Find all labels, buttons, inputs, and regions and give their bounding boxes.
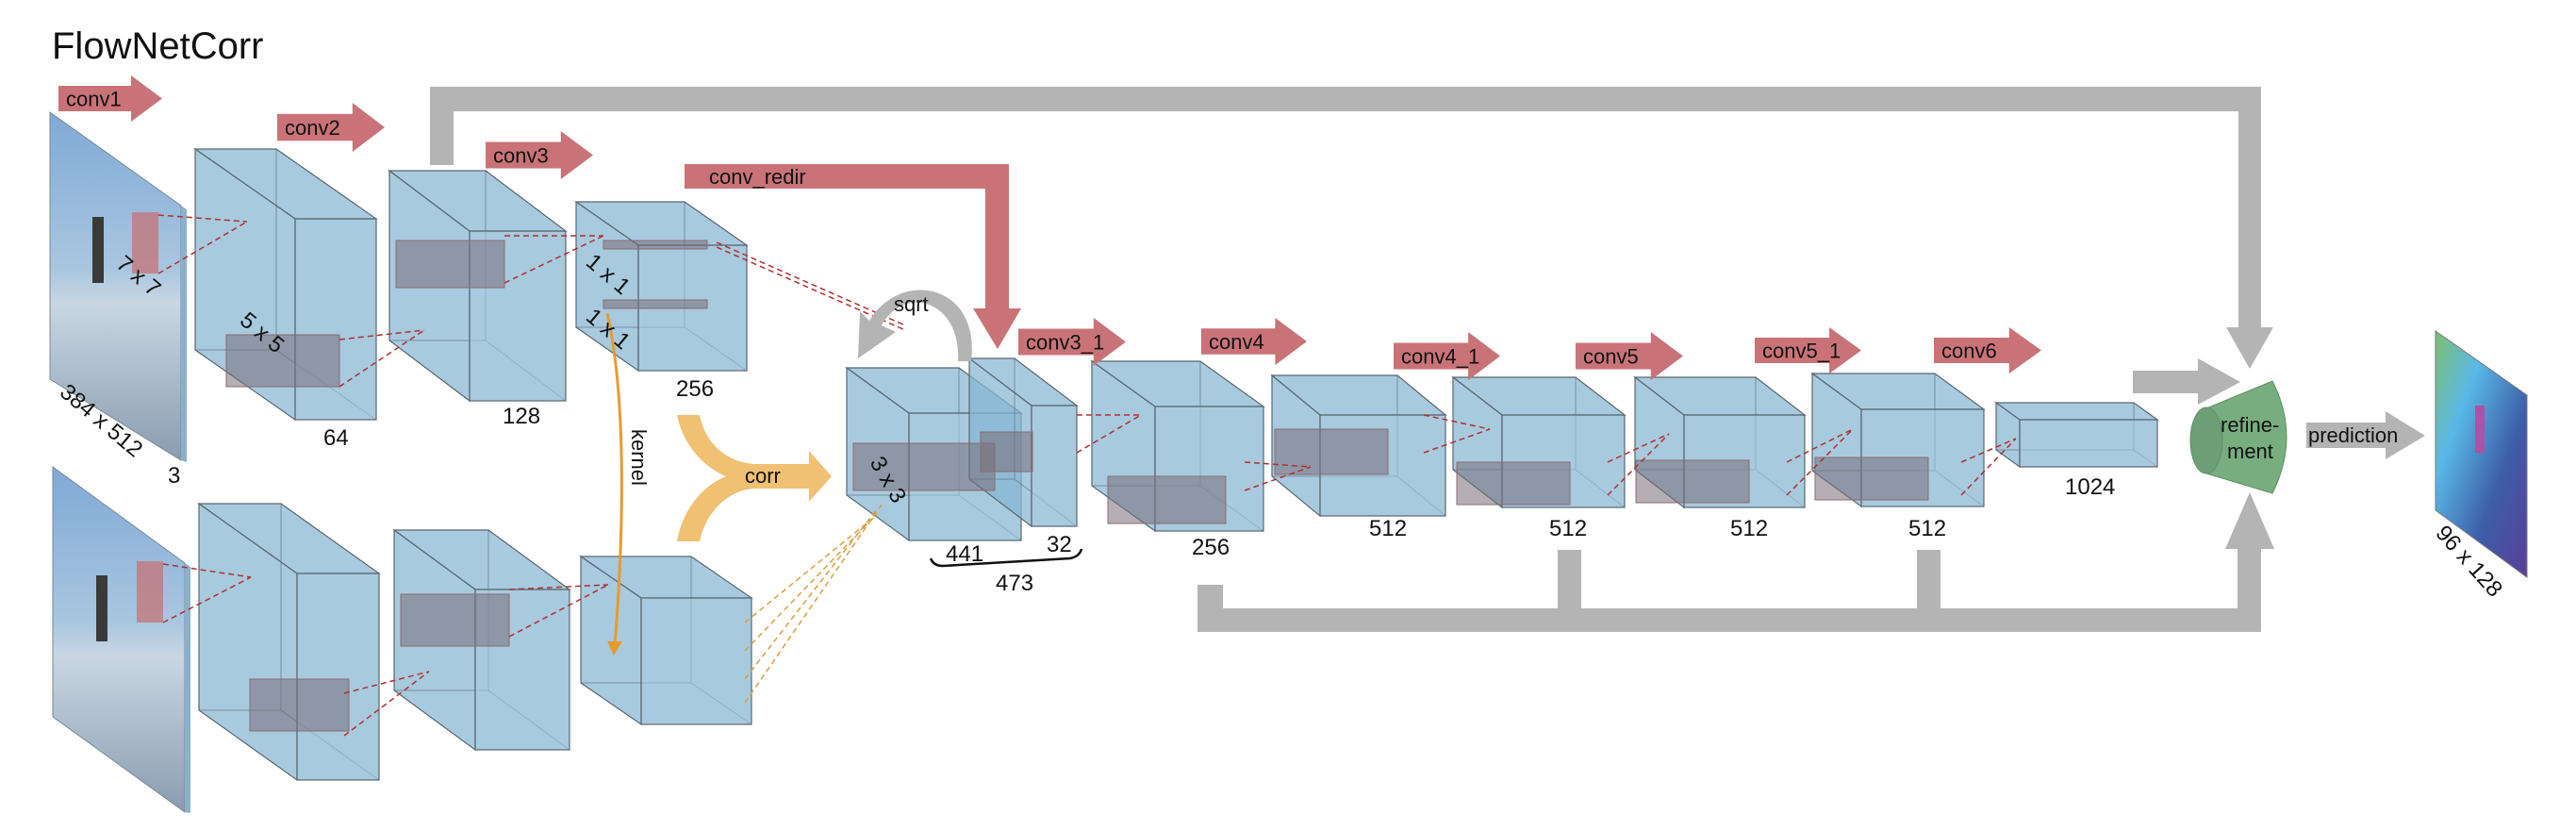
layer-label: conv5_1 xyxy=(1762,340,1841,363)
kernel-patch xyxy=(1635,459,1750,504)
input-image-1 xyxy=(49,111,187,462)
box-conv6 xyxy=(1994,401,2159,469)
kernel-patch xyxy=(980,431,1033,473)
arrow-conv2: conv2 xyxy=(277,103,385,152)
box-conv3-bottom xyxy=(579,555,753,726)
kernel-patch xyxy=(1814,456,1929,501)
kernel-patch xyxy=(603,240,708,250)
dim-conv4: 512 xyxy=(1369,516,1407,541)
dim-conv5: 512 xyxy=(1730,516,1768,541)
red-arrow-shape xyxy=(1755,327,1861,374)
chair-icon xyxy=(96,575,107,641)
dim-conv2: 128 xyxy=(503,404,540,429)
layer-label: conv3_1 xyxy=(1026,331,1104,355)
corr-label: corr xyxy=(745,464,781,488)
box-front-face xyxy=(2019,419,2158,468)
concat-bracket xyxy=(929,548,1083,568)
prediction-arrow: prediction xyxy=(2306,411,2425,459)
arrow-conv3-1: conv3_1 xyxy=(1018,318,1126,366)
arrow-conv4: conv4 xyxy=(1201,318,1307,365)
kernel-arrow: kernel xyxy=(605,312,651,656)
red-arrow-shape xyxy=(1934,327,2041,374)
dim-conv3-1: 256 xyxy=(1192,535,1230,560)
output-flow-image xyxy=(2435,330,2528,578)
box-conv3-top xyxy=(574,200,749,373)
kernel-patch xyxy=(225,334,340,388)
kernel-patch xyxy=(395,240,505,289)
prediction-label: prediction xyxy=(2308,423,2398,447)
layer-label: conv6 xyxy=(1941,340,1997,363)
layer-label: conv4_1 xyxy=(1401,345,1479,369)
dim-conv1: 64 xyxy=(323,425,349,451)
box-front-face xyxy=(640,597,752,725)
red-arrow-shape xyxy=(1576,332,1683,380)
receptive-field-lines xyxy=(157,214,2017,737)
red-arrow-shape xyxy=(1394,332,1500,380)
dim-corr: 441 xyxy=(946,541,983,567)
sqrt-label: sqrt xyxy=(894,292,929,316)
corr-arrow: corr xyxy=(677,415,832,541)
kernel-patch xyxy=(400,593,510,647)
kernel-patch xyxy=(249,678,350,732)
red-arrow-shape xyxy=(1018,318,1126,366)
layer-label: conv5 xyxy=(1583,345,1639,369)
conv-redir-arrow: conv_redir xyxy=(685,164,1021,349)
skip-connection-bottom xyxy=(1197,492,2274,632)
arrow-conv3: conv3 xyxy=(486,131,593,179)
layer-label: conv1 xyxy=(66,88,122,111)
dim-conv5-1: 512 xyxy=(1908,516,1946,541)
kernel-patch xyxy=(1456,461,1571,506)
kernel-patch xyxy=(1274,428,1389,475)
conv-redir-label: conv_redir xyxy=(709,165,806,189)
dim-input-channels: 3 xyxy=(168,463,180,489)
dim-concat: 473 xyxy=(996,571,1033,596)
red-arrow-shape xyxy=(277,103,385,152)
chair-silhouette xyxy=(2475,406,2485,453)
layer-label: conv4 xyxy=(1209,330,1264,354)
red-arrow-shape xyxy=(486,131,593,179)
dim-conv4-1: 512 xyxy=(1549,516,1587,541)
dim-conv3: 256 xyxy=(676,376,714,402)
chair-icon xyxy=(92,217,104,283)
diagram-title: FlowNetCorr xyxy=(52,25,263,67)
refinement-block: refine- ment xyxy=(2189,380,2287,494)
sqrt-arrow: sqrt xyxy=(858,290,972,361)
arrow-conv4-1: conv4_1 xyxy=(1394,332,1500,380)
box-conv1-bottom xyxy=(197,502,381,782)
arrow-conv6: conv6 xyxy=(1934,327,2041,374)
red-arrow-shape xyxy=(1201,318,1307,365)
feature-maps xyxy=(193,147,2159,782)
filter-patch xyxy=(137,561,163,622)
box-top-face xyxy=(1994,402,2159,421)
kernel-patch xyxy=(1107,475,1227,524)
kernel-label: kernel xyxy=(627,429,651,486)
input-image-2 xyxy=(52,466,190,813)
red-arrow-shape xyxy=(58,75,162,122)
refinement-label-2: ment xyxy=(2227,440,2273,463)
box-front-face xyxy=(1031,405,1078,527)
dim-redir: 32 xyxy=(1047,532,1072,557)
filter-patch xyxy=(132,212,158,274)
conv6-to-refinement-arrow xyxy=(2133,358,2240,405)
arrow-conv5: conv5 xyxy=(1576,332,1683,380)
layer-label: conv3 xyxy=(493,144,549,168)
arrow-conv5-1: conv5_1 xyxy=(1755,327,1861,374)
dim-conv6: 1024 xyxy=(2065,474,2115,500)
layer-arrows: conv1 conv2 conv3 conv3_1 conv4 conv4_1 conv5 c… xyxy=(58,75,2041,380)
refinement-label-1: refine- xyxy=(2221,413,2279,437)
arrow-conv1: conv1 xyxy=(58,75,162,122)
box-front-face xyxy=(294,218,377,421)
kernel-patch xyxy=(603,299,708,309)
box-front-face xyxy=(296,573,380,781)
layer-label: conv2 xyxy=(285,116,340,140)
